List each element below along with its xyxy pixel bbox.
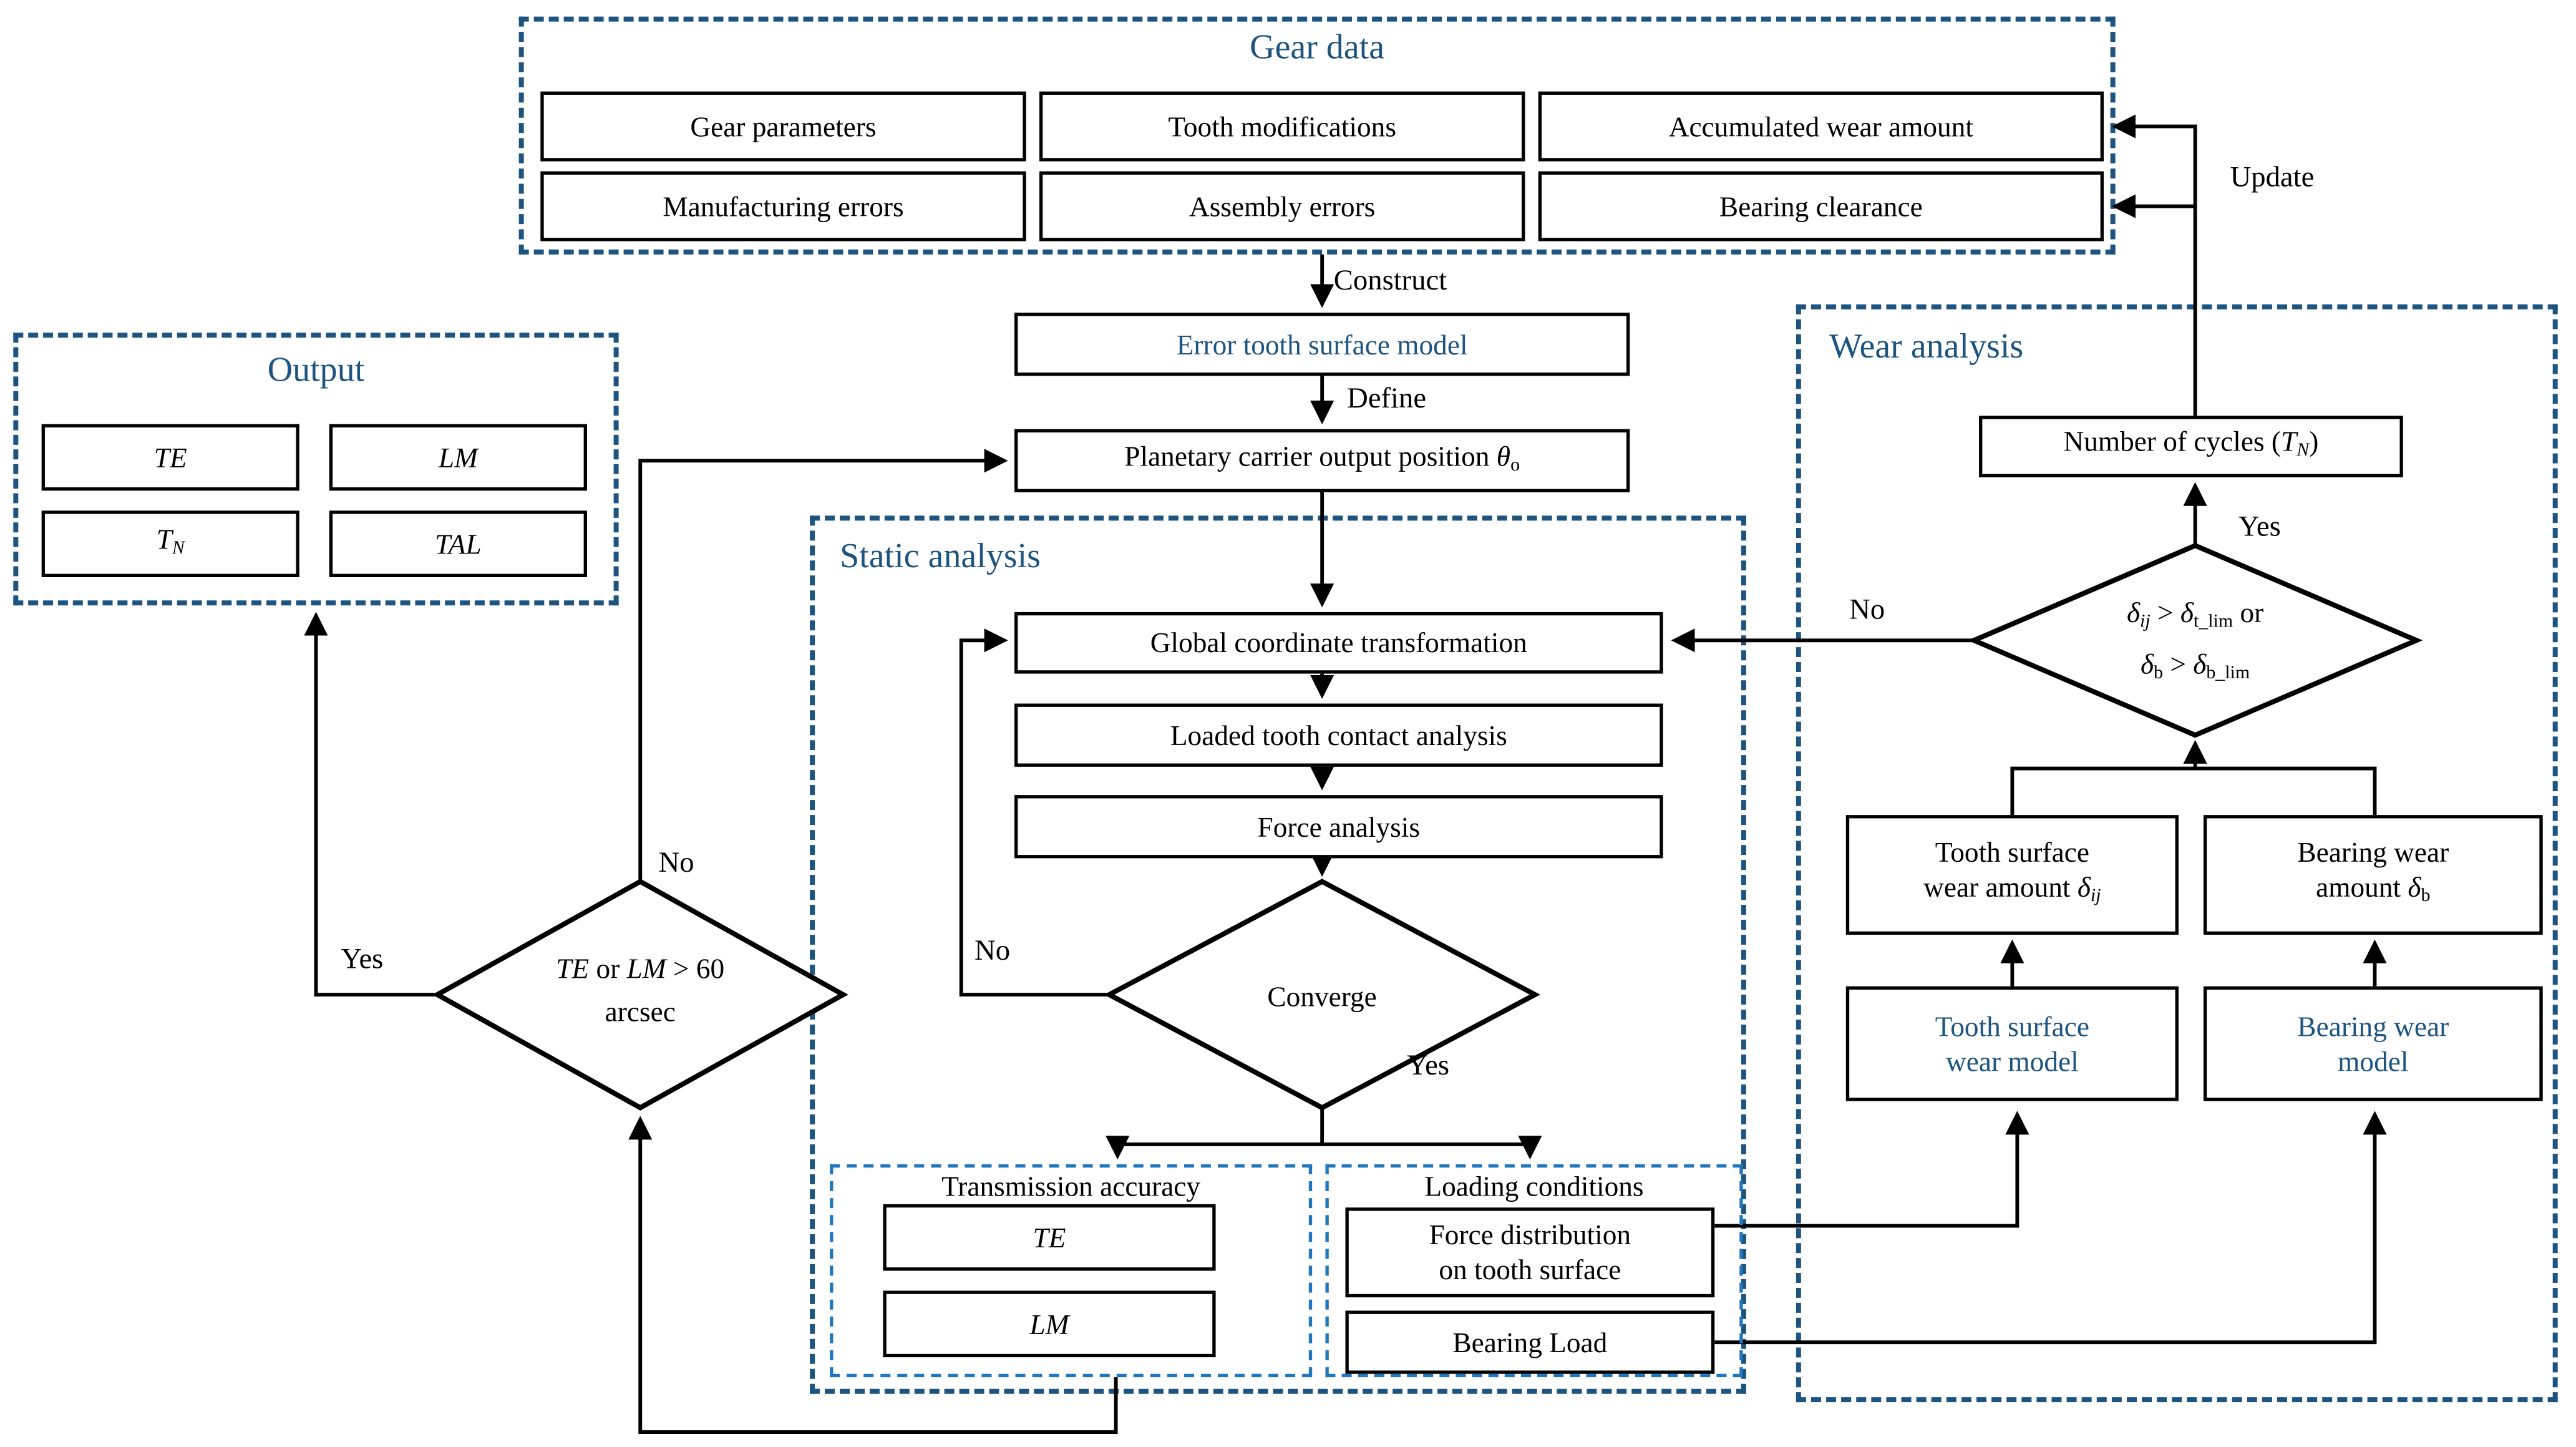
- box-bearing-wear-amount: Bearing wear amount δb: [2203, 815, 2543, 935]
- box-error-tooth-surface-model: Error tooth surface model: [1014, 313, 1630, 376]
- box-output-tn: TN: [41, 510, 299, 577]
- box-output-tal: TAL: [329, 510, 587, 577]
- wear-diamond-yes-label: Yes: [2238, 509, 2281, 542]
- gear-data-title: Gear data: [1250, 26, 1385, 67]
- box-loaded-tooth-contact-analysis: Loaded tooth contact analysis: [1014, 703, 1663, 767]
- left-diamond-yes-label: Yes: [341, 941, 384, 975]
- box-output-lm: LM: [329, 424, 587, 491]
- box-transmission-te: TE: [883, 1204, 1216, 1271]
- update-label: Update: [2230, 159, 2315, 193]
- box-force-distribution: Force distribution on tooth surface: [1345, 1207, 1715, 1298]
- wear-limit-diamond: [1967, 542, 2423, 738]
- box-force-analysis: Force analysis: [1014, 795, 1663, 859]
- section-transmission-accuracy: Transmission accuracy: [830, 1164, 1313, 1378]
- static-analysis-title: Static analysis: [840, 535, 1041, 576]
- box-tooth-surface-wear-model: Tooth surface wear model: [1845, 986, 2179, 1101]
- loading-conditions-title: Loading conditions: [1424, 1171, 1644, 1203]
- section-static-analysis: [810, 515, 1746, 1394]
- box-assembly-errors: Assembly errors: [1039, 171, 1525, 241]
- box-bearing-load: Bearing Load: [1345, 1310, 1715, 1374]
- converge-diamond-label: Converge: [1267, 981, 1377, 1013]
- section-output: [13, 333, 619, 606]
- te-lm-threshold-diamond: [432, 879, 848, 1111]
- section-wear-analysis: [1796, 304, 2558, 1403]
- box-transmission-lm: LM: [883, 1290, 1216, 1358]
- wear-analysis-title: Wear analysis: [1829, 326, 2024, 366]
- box-global-coordinate-transformation: Global coordinate transformation: [1014, 611, 1663, 674]
- box-manufacturing-errors: Manufacturing errors: [540, 171, 1026, 241]
- wear-diamond-no-label: No: [1849, 592, 1885, 626]
- box-tooth-surface-wear-amount: Tooth surface wear amount δij: [1845, 815, 2179, 935]
- box-gear-parameters: Gear parameters: [540, 91, 1026, 162]
- box-number-of-cycles: Number of cycles (TN): [1979, 416, 2403, 478]
- box-output-te: TE: [41, 424, 299, 491]
- box-planetary-carrier-output-position: Planetary carrier output position θo: [1014, 429, 1630, 493]
- section-loading-conditions: Loading conditions: [1325, 1164, 1743, 1378]
- wear-limit-label: δij > δt_lim or δb > δb_lim: [2126, 597, 2264, 683]
- box-bearing-wear-model: Bearing wear model: [2203, 986, 2543, 1101]
- construct-label: Construct: [1333, 263, 1447, 296]
- box-tooth-modifications: Tooth modifications: [1039, 91, 1525, 162]
- converge-diamond: [1104, 879, 1540, 1111]
- box-bearing-clearance: Bearing clearance: [1538, 171, 2104, 241]
- converge-yes-label: Yes: [1407, 1048, 1449, 1081]
- te-lm-threshold-label: TE or LM > 60 arcsec: [556, 953, 725, 1028]
- output-title: Output: [267, 349, 365, 389]
- converge-no-label: No: [975, 933, 1011, 967]
- transmission-accuracy-title: Transmission accuracy: [941, 1171, 1201, 1203]
- define-label: Define: [1347, 381, 1427, 414]
- left-diamond-no-label: No: [658, 845, 694, 879]
- box-accumulated-wear-amount: Accumulated wear amount: [1538, 91, 2104, 162]
